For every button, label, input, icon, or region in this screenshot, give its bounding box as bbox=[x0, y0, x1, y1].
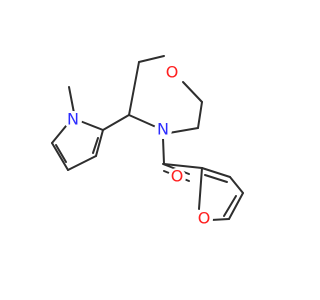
bond-carbonyl-furan bbox=[163, 163, 203, 169]
bond-pyrrole-c3-c4 bbox=[67, 155, 97, 171]
bond-furan-c3-c4 bbox=[229, 176, 244, 194]
bond-pyrrole-c2-c3-inner bbox=[92, 137, 99, 154]
molecule-structure: N O N O O bbox=[51, 55, 244, 228]
bond-pyrrole-c4-c5 bbox=[51, 142, 69, 171]
bond-furan-c4-c5-inner bbox=[223, 195, 237, 217]
bond-n-carbonyl bbox=[162, 137, 165, 165]
bond-morph-o-c6 bbox=[182, 81, 203, 103]
molecule-canvas: N O N O O bbox=[51, 55, 244, 228]
bond-furan-o-c2 bbox=[198, 167, 203, 210]
morpholine-n-background bbox=[154, 121, 172, 139]
carbonyl-oxygen-label: O bbox=[171, 167, 184, 186]
bond-pyrrole-c4-c5-inner bbox=[55, 144, 67, 163]
bond-pyrrole-morpholine bbox=[102, 114, 130, 131]
atom-layer: N O N O O bbox=[64, 63, 213, 228]
bond-morph-c6-c5 bbox=[197, 101, 203, 129]
morpholine-o-background bbox=[163, 64, 181, 82]
bond-morph-c5-n bbox=[168, 127, 199, 134]
bond-morph-c3-c2 bbox=[128, 61, 140, 116]
furan-o-background bbox=[195, 210, 213, 228]
bond-methyl bbox=[68, 86, 75, 114]
pyrrole-nitrogen-label: N bbox=[67, 110, 79, 129]
bond-morph-c2-o bbox=[138, 55, 165, 63]
bond-furan-c4-c5 bbox=[228, 192, 244, 220]
bond-pyrrole-n-c2 bbox=[79, 120, 104, 131]
bond-furan-c2-c3 bbox=[201, 167, 231, 178]
bond-layer bbox=[51, 55, 244, 221]
furan-oxygen-label: O bbox=[198, 209, 211, 228]
bond-furan-c2-c3-inner bbox=[204, 174, 228, 183]
pyrrole-n-background bbox=[64, 111, 82, 129]
bond-furan-c5-o bbox=[210, 218, 230, 221]
bond-morph-n-c3 bbox=[128, 114, 157, 128]
morpholine-nitrogen-label: N bbox=[157, 120, 169, 139]
bond-pyrrole-c2-c3 bbox=[95, 129, 104, 157]
carbonyl-o-background bbox=[168, 168, 186, 186]
bond-pyrrole-c5-n bbox=[51, 125, 67, 144]
morpholine-oxygen-label: O bbox=[166, 63, 179, 82]
